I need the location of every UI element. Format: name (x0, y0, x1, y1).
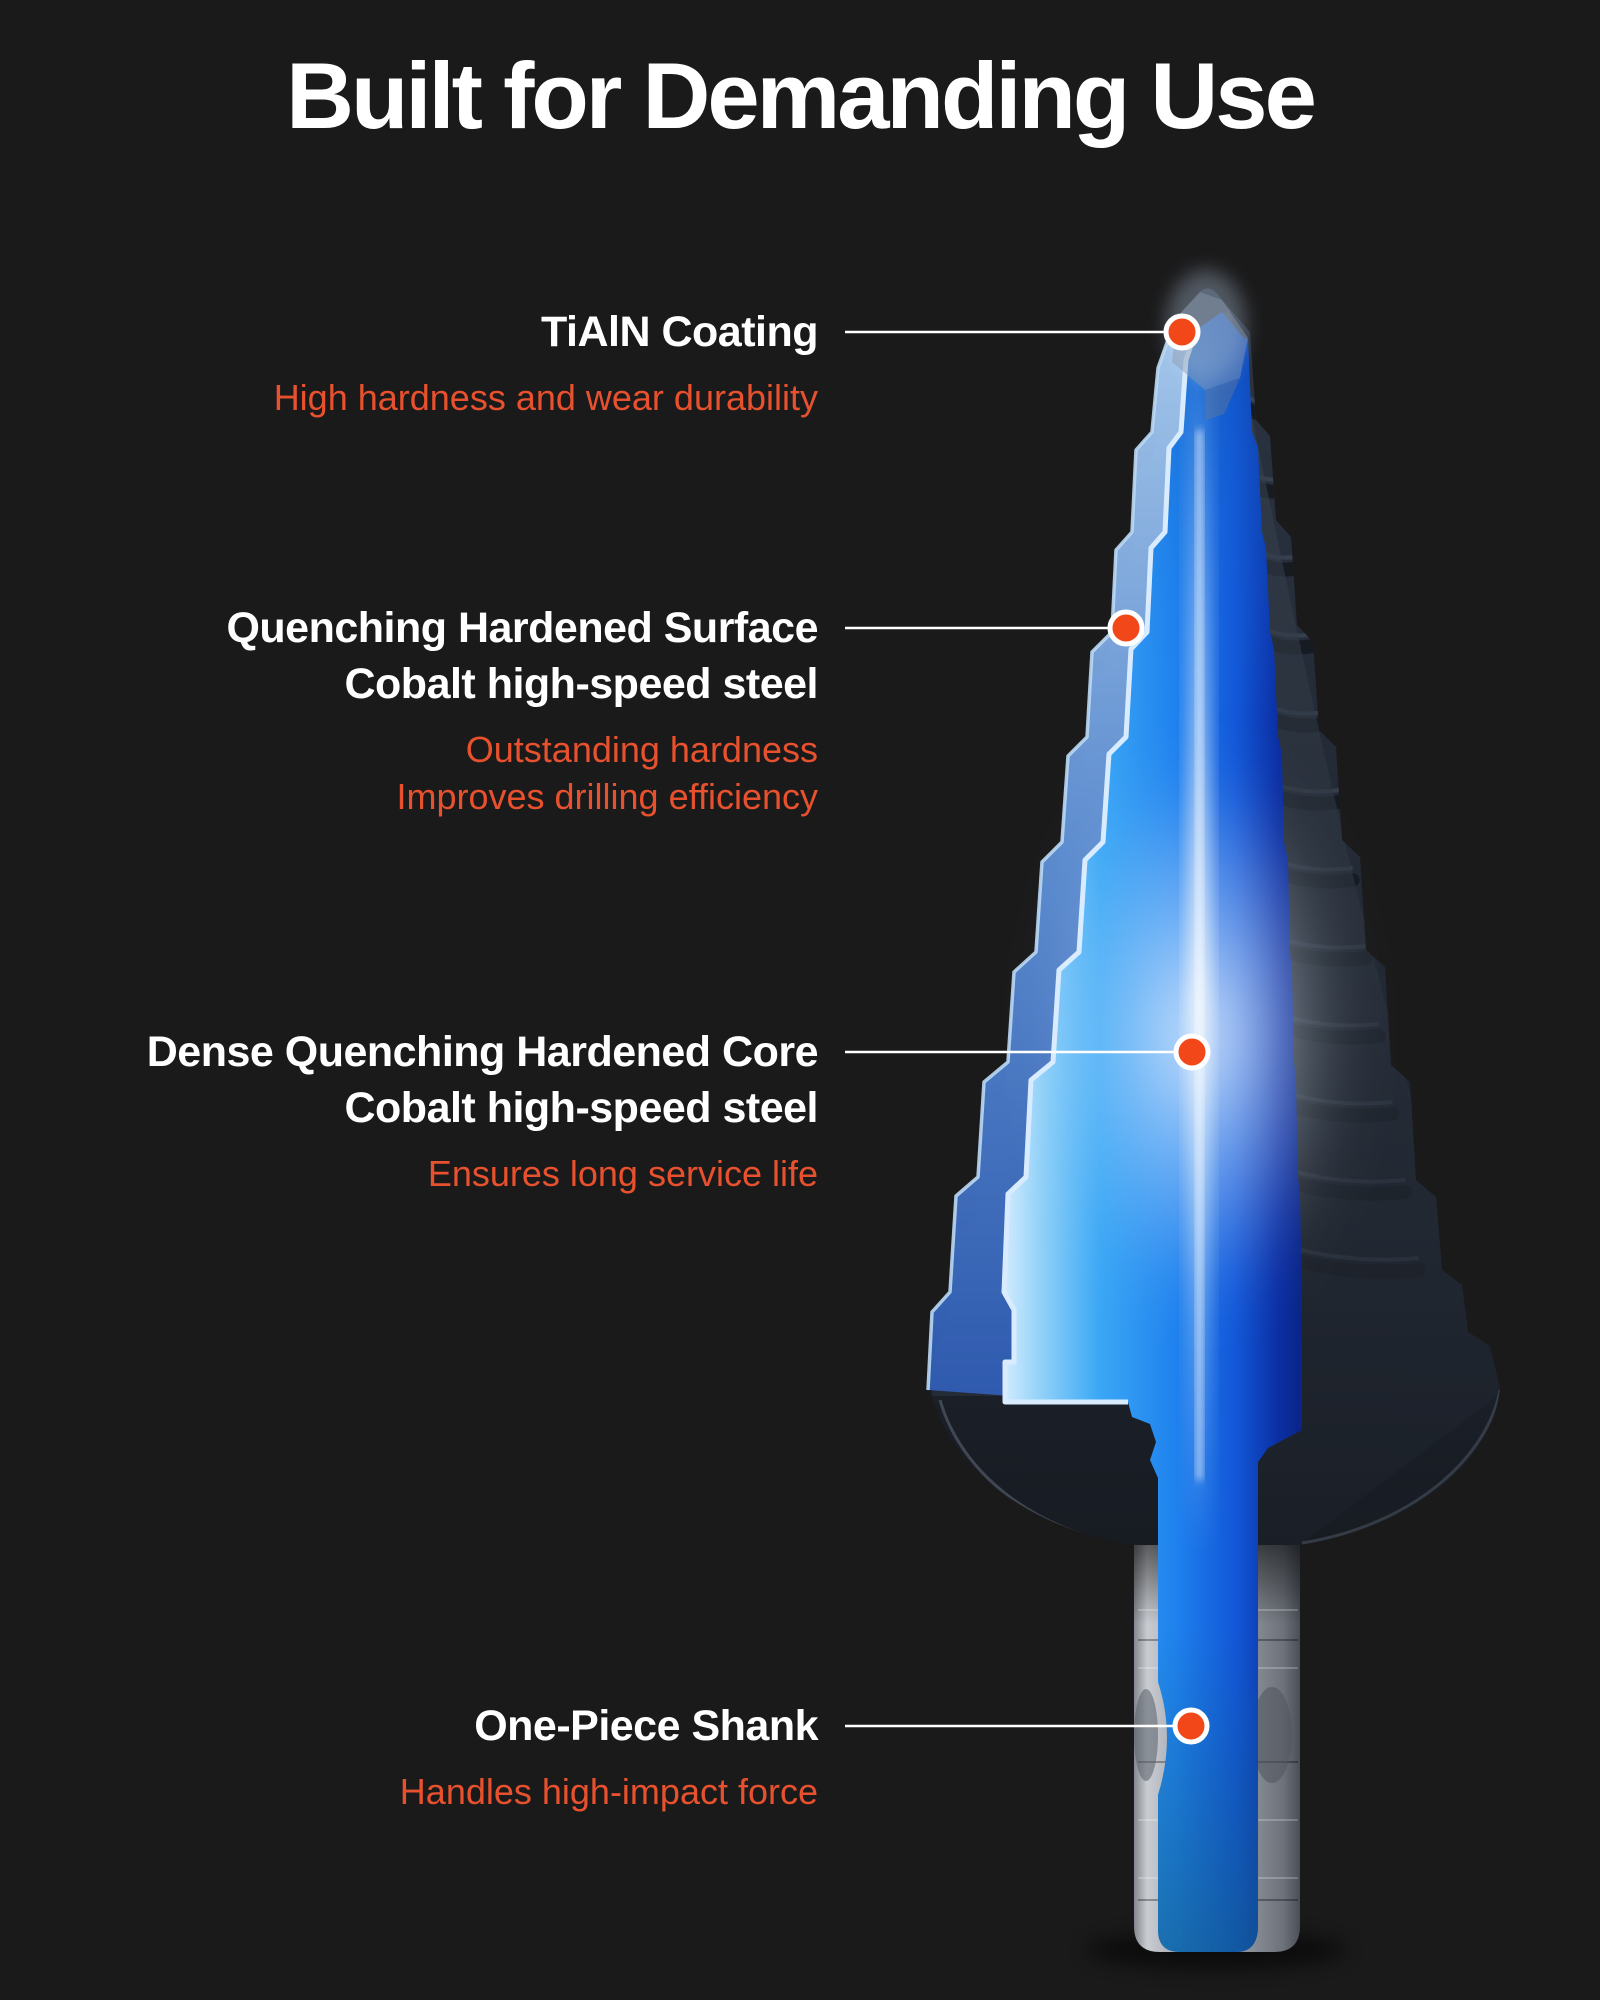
cutaway-surface-layer (928, 330, 1196, 1396)
page-title: Built for Demanding Use (286, 43, 1317, 148)
callout-one-piece-shank: One-Piece Shank Handles high-impact forc… (399, 1698, 819, 1815)
callout-tialn-coating: TiAlN Coating High hardness and wear dur… (273, 304, 819, 421)
callout-lines (845, 330, 1174, 1728)
shank-flat-notch-right (1252, 1687, 1292, 1783)
callout-subtext: Handles high-impact force (399, 1771, 818, 1812)
callout-subtext: Improves drilling efficiency (396, 776, 818, 817)
callout-quenching-hardened-surface: Quenching Hardened Surface Cobalt high-s… (226, 600, 818, 820)
callout-subtext: Outstanding hardness (465, 729, 818, 770)
callout-dot-coating (1163, 313, 1201, 351)
callout-heading: TiAlN Coating (541, 308, 818, 356)
callout-heading: Cobalt high-speed steel (344, 1084, 818, 1132)
callout-heading: Quenching Hardened Surface (226, 604, 818, 652)
shank-flat-notch-left (1134, 1689, 1158, 1781)
tip-glow (1166, 270, 1246, 380)
callout-dot-shank (1172, 1707, 1210, 1745)
callout-dot-core (1173, 1033, 1211, 1071)
callout-subtext: Ensures long service life (427, 1153, 818, 1194)
callout-subtext: High hardness and wear durability (273, 377, 818, 418)
callout-heading: Dense Quenching Hardened Core (146, 1028, 819, 1076)
callout-dot-surface (1107, 609, 1145, 647)
callout-dots (1107, 313, 1211, 1745)
callout-heading: Cobalt high-speed steel (344, 660, 818, 708)
surface-cut-edge-highlight (926, 339, 1170, 1391)
callout-heading: One-Piece Shank (474, 1702, 818, 1750)
callout-dense-quenching-hardened-core: Dense Quenching Hardened Core Cobalt hig… (146, 1024, 819, 1197)
